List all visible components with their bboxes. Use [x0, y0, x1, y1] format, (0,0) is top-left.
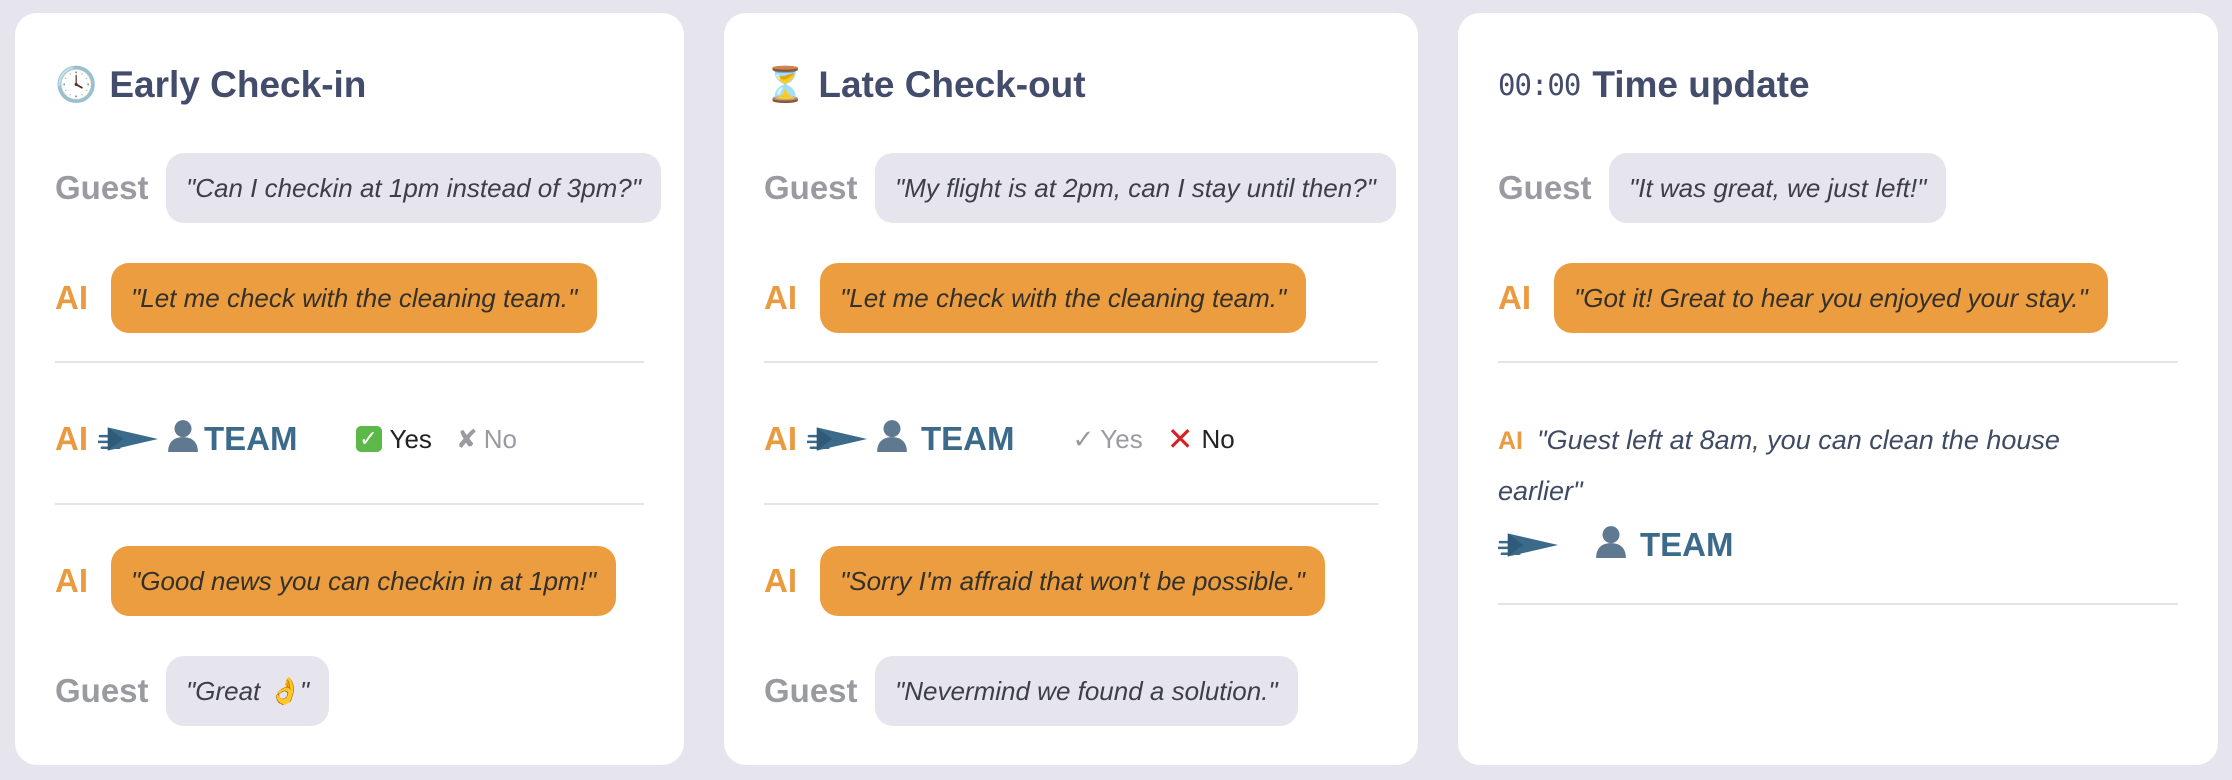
digital-clock-icon: 00:00	[1498, 68, 1581, 102]
notification-text-block: AI"Guest left at 8am, you can clean the …	[1498, 415, 2138, 516]
person-icon	[1594, 524, 1628, 566]
person-icon	[166, 418, 200, 460]
ai-label: AI	[55, 562, 88, 599]
ai-message-row: AI "Sorry I'm affraid that won't be poss…	[764, 546, 1325, 616]
guest-bubble: "My flight is at 2pm, can I stay until t…	[875, 153, 1396, 223]
cross-mark-icon: ✕	[1166, 421, 1194, 457]
send-to-team-row: TEAM	[1498, 524, 2138, 566]
send-arrow-icon	[98, 424, 160, 454]
time-update-card: 00:00 Time update Guest "It was great, w…	[1458, 13, 2218, 765]
send-arrow-icon	[1498, 530, 1560, 560]
ai-label: AI	[764, 562, 797, 599]
card-title: 🕓 Early Check-in	[55, 64, 367, 105]
early-checkin-card: 🕓 Early Check-in Guest "Can I checkin at…	[15, 13, 684, 765]
ai-label: AI	[764, 420, 797, 457]
clock-icon: 🕓	[55, 66, 98, 104]
ai-bubble: "Good news you can checkin in at 1pm!"	[111, 546, 617, 616]
checkmark-icon: ✓	[355, 426, 382, 452]
ai-bubble: "Got it! Great to hear you enjoyed your …	[1554, 263, 2108, 333]
no-option[interactable]: ✕ No	[1166, 421, 1235, 457]
person-icon	[875, 418, 909, 460]
team-label: TEAM	[166, 418, 298, 460]
ai-message-row: AI "Good news you can checkin in at 1pm!…	[55, 546, 617, 616]
guest-message-row: Guest "Great 👌"	[55, 656, 330, 726]
no-option[interactable]: ✘ No	[455, 423, 517, 454]
ai-bubble: "Let me check with the cleaning team."	[111, 263, 598, 333]
ai-to-team-row: AI TEAM ✓ Yes ✘ No	[55, 404, 517, 474]
ai-label: AI	[55, 279, 88, 316]
guest-label: Guest	[764, 169, 858, 206]
notification-message: "Guest left at 8am, you can clean the ho…	[1498, 425, 2060, 506]
guest-label: Guest	[1498, 169, 1592, 206]
ai-bubble: "Sorry I'm affraid that won't be possibl…	[820, 546, 1325, 616]
yes-option[interactable]: ✓ Yes	[1072, 423, 1143, 454]
guest-label: Guest	[764, 672, 858, 709]
checkmark-icon: ✓	[1072, 423, 1095, 454]
team-notification: AI"Guest left at 8am, you can clean the …	[1498, 415, 2138, 566]
divider	[764, 361, 1378, 363]
yes-option[interactable]: ✓ Yes	[355, 424, 432, 455]
hourglass-icon: ⏳	[764, 66, 807, 104]
ai-bubble: "Let me check with the cleaning team."	[820, 263, 1307, 333]
ai-label: AI	[764, 279, 797, 316]
ai-label: AI	[55, 420, 88, 457]
late-checkout-card: ⏳ Late Check-out Guest "My flight is at …	[724, 13, 1418, 765]
ai-label: AI	[1498, 427, 1523, 455]
guest-label: Guest	[55, 672, 149, 709]
team-label: TEAM	[875, 418, 1015, 460]
ai-to-team-row: AI TEAM ✓ Yes ✕ No	[764, 404, 1235, 474]
team-label: TEAM	[1594, 524, 1734, 566]
send-arrow-icon	[807, 424, 869, 454]
divider	[764, 503, 1378, 505]
card-title: 00:00 Time update	[1498, 64, 1810, 105]
guest-message-row: Guest "Can I checkin at 1pm instead of 3…	[55, 153, 661, 223]
card-title: ⏳ Late Check-out	[764, 64, 1086, 105]
guest-message-row: Guest "It was great, we just left!"	[1498, 153, 1947, 223]
ai-message-row: AI "Let me check with the cleaning team.…	[764, 263, 1307, 333]
divider	[55, 361, 644, 363]
guest-message-row: Guest "My flight is at 2pm, can I stay u…	[764, 153, 1396, 223]
cross-icon: ✘	[455, 423, 478, 454]
ai-message-row: AI "Got it! Great to hear you enjoyed yo…	[1498, 263, 2108, 333]
divider	[1498, 361, 2178, 363]
guest-bubble: "Nevermind we found a solution."	[875, 656, 1298, 726]
ai-message-row: AI "Let me check with the cleaning team.…	[55, 263, 598, 333]
divider	[55, 503, 644, 505]
guest-label: Guest	[55, 169, 149, 206]
guest-bubble: "Can I checkin at 1pm instead of 3pm?"	[166, 153, 661, 223]
guest-bubble: "Great 👌"	[166, 656, 330, 726]
ai-label: AI	[1498, 279, 1531, 316]
guest-message-row: Guest "Nevermind we found a solution."	[764, 656, 1298, 726]
guest-bubble: "It was great, we just left!"	[1609, 153, 1947, 223]
divider	[1498, 603, 2178, 605]
